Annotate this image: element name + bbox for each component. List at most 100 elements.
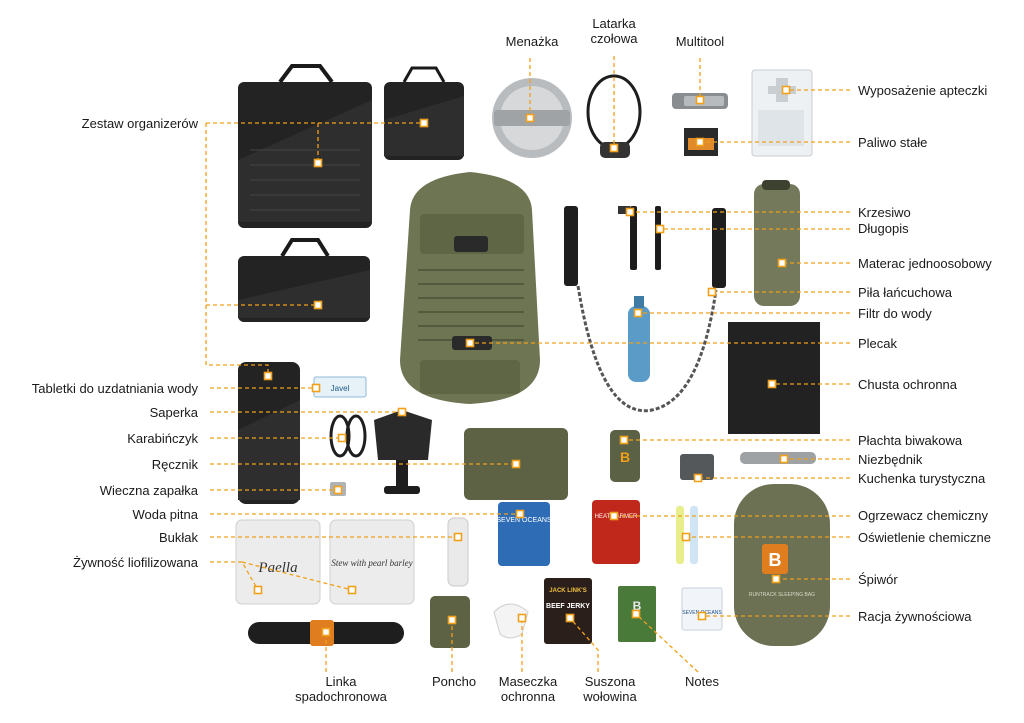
label-first-aid: Wyposażenie apteczki (858, 83, 988, 98)
leader-marker (609, 143, 619, 153)
label-cutlery: Niezbędnik (858, 452, 923, 467)
label-hand-warmer: Ogrzewacz chemiczny (858, 508, 989, 523)
label-eternal-match: Wieczna zapałka (99, 483, 198, 498)
drinking-water-pack: SEVEN OCEANS (496, 502, 552, 566)
first-aid-kit (751, 69, 813, 157)
leader-marker (337, 433, 347, 443)
leader-marker (321, 627, 331, 637)
water-filter (628, 296, 650, 382)
label-chainsaw: Piła łańcuchowa (858, 285, 952, 300)
leader-markers (253, 85, 791, 637)
leader-marker (693, 473, 703, 483)
label-face-mask: Maseczka ochronna (498, 674, 558, 704)
leader-marker (631, 609, 641, 619)
backpack (400, 172, 540, 404)
freeze-dried-food: Paella Stew with pearl barley (235, 519, 415, 605)
label-bivvy: Płachta biwakowa (858, 433, 963, 448)
water-pack-text: SEVEN OCEANS (496, 517, 552, 524)
bandana (728, 322, 820, 434)
leader-marker (625, 207, 635, 217)
leader-line (205, 123, 269, 376)
sleeping-bag-text: RUNTRACK SLEEPING BAG (749, 592, 815, 598)
leader-marker (707, 287, 717, 297)
leader-marker (565, 613, 575, 623)
leader-marker (633, 308, 643, 318)
pen (655, 206, 661, 270)
leader-marker (777, 258, 787, 268)
label-towel: Ręcznik (151, 457, 198, 472)
food-pack-1-text: Paella (257, 560, 297, 576)
camping-stove (680, 454, 714, 480)
beef-jerky: JACK LINK'S BEEF JERKY (544, 578, 592, 644)
leader-marker (347, 585, 357, 595)
pocket-chainsaw (564, 206, 726, 413)
jerky-brand-text: JACK LINK'S (549, 588, 586, 594)
organizer-large (238, 64, 372, 228)
food-pack-2-text: Stew with pearl barley (331, 558, 412, 568)
leader-marker (655, 224, 665, 234)
label-paracord: Linka spadochronowa (295, 674, 387, 704)
leader-marker (771, 574, 781, 584)
label-water-bladder: Bukłak (158, 530, 198, 545)
sleeping-bag: B RUNTRACK SLEEPING BAG (734, 484, 830, 646)
leader-marker (697, 611, 707, 621)
leader-marker (253, 585, 263, 595)
leader-marker (515, 509, 525, 519)
leader-marker (397, 407, 407, 417)
leader-marker (609, 511, 619, 521)
label-multitool: Multitool (675, 34, 725, 49)
sleeping-bag-brand-letter: B (769, 550, 782, 570)
notebook-brand-letter: B (633, 599, 642, 613)
leader-marker (681, 532, 691, 542)
folding-shovel (374, 410, 432, 494)
leader-line (569, 617, 599, 672)
leader-marker (453, 532, 463, 542)
label-pen: Długopis (858, 221, 909, 236)
label-backpack: Plecak (858, 336, 898, 351)
hand-warmer: HEATWARMER (592, 500, 640, 564)
glow-sticks (676, 506, 698, 564)
leader-marker (311, 383, 321, 393)
tablets-pack-text: Javel (331, 384, 350, 393)
label-glow-sticks: Oświetlenie chemiczne (858, 530, 991, 545)
leader-lines (205, 56, 850, 673)
leader-marker (767, 379, 777, 389)
label-sleeping-mat: Materac jednoosobowy (858, 256, 992, 271)
label-shovel: Saperka (149, 405, 198, 420)
leader-marker (333, 485, 343, 495)
label-beef-jerky: Suszona wołowina (583, 674, 637, 704)
leader-line (241, 561, 353, 591)
leader-marker (695, 137, 705, 147)
label-poncho: Poncho (431, 674, 477, 689)
leader-marker (419, 118, 429, 128)
food-ration: SEVEN OCEANS (681, 587, 723, 631)
carabiners (329, 414, 367, 458)
label-fire-starter: Krzesiwo (858, 205, 911, 220)
leader-marker (447, 615, 457, 625)
sleeping-mat (754, 180, 800, 306)
label-freeze-dried-food: Żywność liofilizowana (73, 555, 198, 570)
label-water-filter: Filtr do wody (858, 306, 932, 321)
organizer-medium (238, 238, 370, 322)
label-sleeping-bag: Śpiwór (858, 572, 898, 587)
organizer-small (384, 66, 464, 160)
bivvy-brand-letter: B (620, 449, 630, 465)
leader-line (635, 613, 699, 673)
water-tablets: Javel (313, 376, 367, 398)
leader-marker (695, 95, 705, 105)
label-stove: Kuchenka turystyczna (858, 471, 986, 486)
label-solid-fuel: Paliwo stałe (858, 135, 928, 150)
leader-marker (313, 158, 323, 168)
leader-marker (263, 371, 273, 381)
leader-marker (517, 613, 527, 623)
cutlery-set (740, 452, 816, 464)
water-bladder (447, 517, 469, 587)
leader-marker (525, 113, 535, 123)
label-notebook: Notes (685, 674, 719, 689)
leader-marker (313, 300, 323, 310)
fire-starter (618, 206, 637, 270)
leader-marker (511, 459, 521, 469)
label-mess-tin: Menażka (505, 34, 559, 49)
leader-marker (779, 454, 789, 464)
